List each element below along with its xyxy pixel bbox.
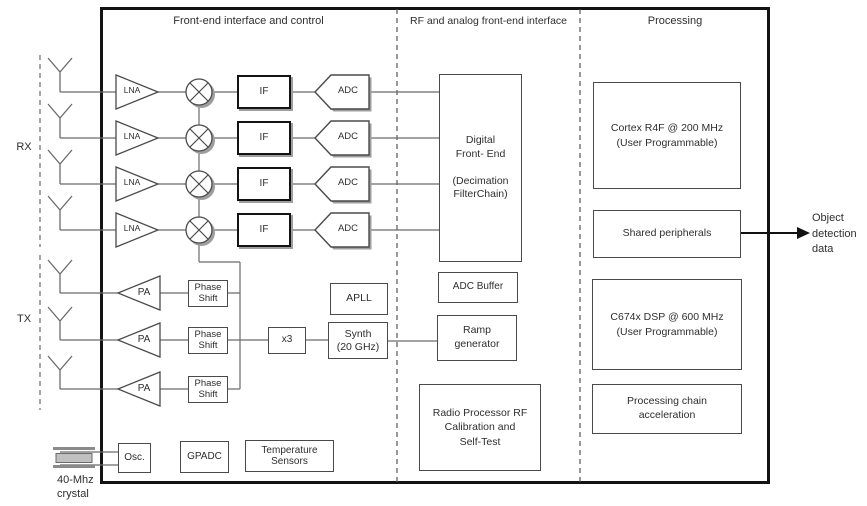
tx-antenna-icon <box>47 259 73 293</box>
phase-shift-block: Phase Shift <box>188 376 228 403</box>
if-block: IF <box>237 167 291 201</box>
apll-block: APLL <box>330 283 388 315</box>
tx-connection-lines <box>60 292 188 390</box>
adc-label: ADC <box>337 131 359 142</box>
rx-antenna-icon <box>47 195 73 230</box>
lna-triangle-icon <box>115 166 160 202</box>
chip-outline <box>100 7 770 484</box>
processing-chain-acceleration-block: Processing chain acceleration <box>592 384 742 434</box>
adc-pentagon-icon <box>314 212 370 248</box>
tx-antenna-icon <box>47 355 73 389</box>
pa-amplifiers <box>116 275 161 407</box>
rx-group-label: RX <box>16 141 32 153</box>
lna-amplifiers <box>115 74 160 248</box>
crystal-plate <box>53 465 95 468</box>
adc-pentagon-icon <box>314 120 370 156</box>
x3-multiplier-block: x3 <box>268 327 306 354</box>
lo-distribution-lines <box>198 105 437 390</box>
rx-antenna-icon <box>47 149 73 184</box>
mixers <box>185 78 215 246</box>
pa-label: PA <box>137 287 151 298</box>
adc-buffer-block: ADC Buffer <box>438 272 518 303</box>
digital-front-end-block: Digital Front- End (Decimation FilterCha… <box>439 74 522 262</box>
adc-label: ADC <box>337 85 359 96</box>
lna-triangle-icon <box>115 74 160 110</box>
adc-pentagon-icon <box>314 74 370 110</box>
object-detection-data-label: Object detection data <box>812 212 857 256</box>
pa-triangle-icon <box>116 371 161 407</box>
crystal-label: 40-Mhz crystal <box>57 474 94 501</box>
if-block: IF <box>237 121 291 155</box>
if-block: IF <box>237 75 291 109</box>
adc-shapes <box>314 74 372 250</box>
oscillator-block: Osc. <box>118 443 151 473</box>
if-block: IF <box>237 213 291 247</box>
adc-label: ADC <box>337 223 359 234</box>
section-title-front-end: Front-end interface and control <box>173 15 324 27</box>
lna-label: LNA <box>123 177 141 187</box>
tx-antennas <box>47 259 73 389</box>
pa-triangle-icon <box>116 322 161 358</box>
tx-antenna-icon <box>47 306 73 340</box>
ramp-generator-block: Ramp generator <box>437 315 517 361</box>
temperature-sensors-block: Temperature Sensors <box>245 440 334 472</box>
rx-antenna-icon <box>47 103 73 138</box>
pa-label: PA <box>137 334 151 345</box>
lna-label: LNA <box>123 131 141 141</box>
rx-antenna-icon <box>47 57 73 92</box>
lna-triangle-icon <box>115 120 160 156</box>
rx-connection-lines <box>60 91 439 231</box>
phase-shift-block: Phase Shift <box>188 280 228 307</box>
synth-block: Synth (20 GHz) <box>328 322 388 359</box>
pa-triangle-icon <box>116 275 161 311</box>
cortex-r4f-block: Cortex R4F @ 200 MHz (User Programmable) <box>593 82 741 189</box>
section-divider-lines <box>396 9 581 482</box>
c674x-dsp-block: C674x DSP @ 600 MHz (User Programmable) <box>592 279 742 370</box>
phase-shift-block: Phase Shift <box>188 327 228 354</box>
crystal-symbol <box>53 447 118 468</box>
lna-triangle-icon <box>115 212 160 248</box>
lna-label: LNA <box>123 85 141 95</box>
section-title-rf-analog: RF and analog front-end interface <box>409 15 567 27</box>
crystal-plate <box>53 447 95 450</box>
output-arrow <box>740 227 810 239</box>
section-title-processing: Processing <box>647 15 703 27</box>
tx-group-label: TX <box>16 313 32 325</box>
shared-peripherals-block: Shared peripherals <box>593 210 741 258</box>
adc-pentagon-icon <box>314 166 370 202</box>
radio-processor-block: Radio Processor RF Calibration and Self-… <box>419 384 541 471</box>
arrow-head-icon <box>797 227 810 239</box>
rx-antennas <box>47 57 73 230</box>
lna-label: LNA <box>123 223 141 233</box>
gpadc-block: GPADC <box>180 441 229 473</box>
adc-label: ADC <box>337 177 359 188</box>
pa-label: PA <box>137 383 151 394</box>
crystal-body <box>55 453 93 463</box>
